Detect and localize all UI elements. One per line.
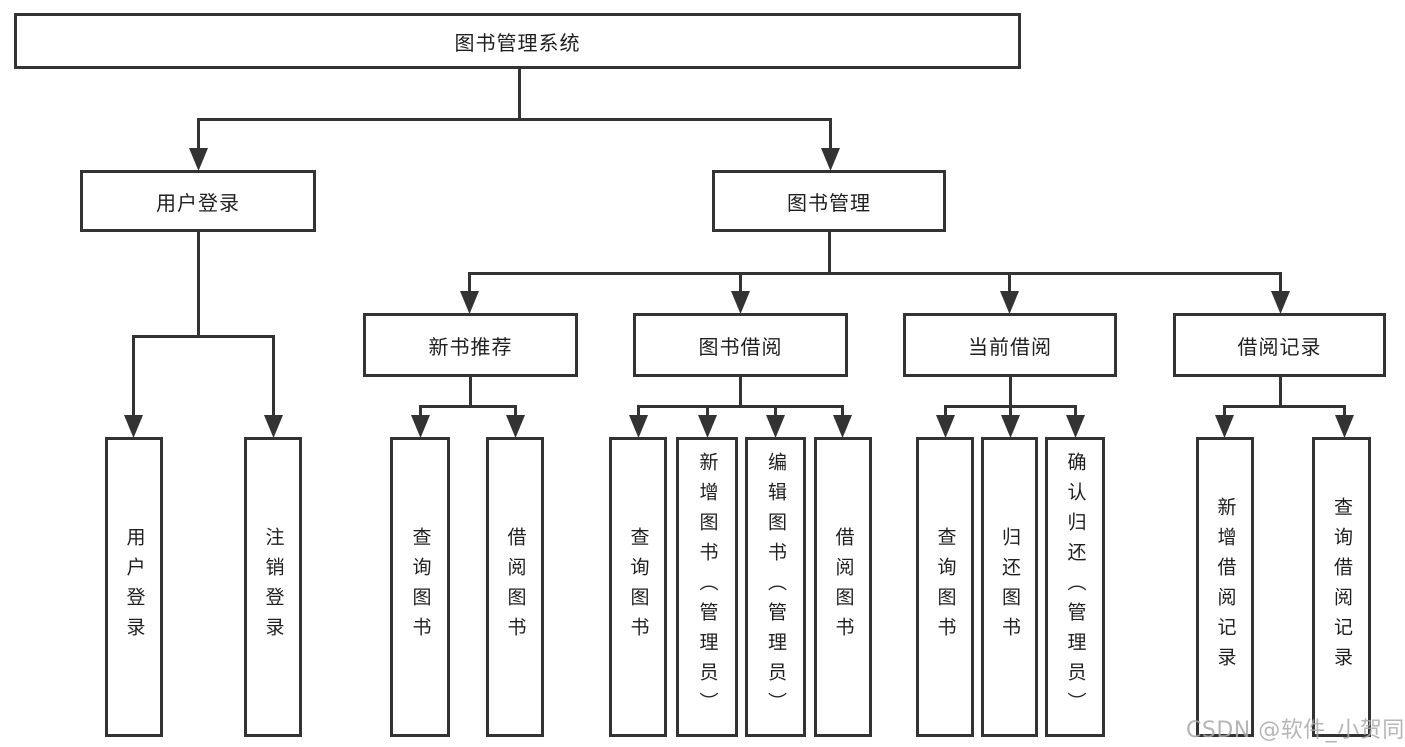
connector-to-book-borrowing (739, 272, 742, 294)
node-book-borrowing: 图书借阅 (633, 313, 848, 377)
node-label: 查询图书 (627, 527, 650, 647)
arrow-down-icon (821, 148, 840, 171)
connector-to-current-borrowing (1008, 272, 1011, 294)
connector-new-book-rail (419, 405, 517, 408)
arrow-down-icon (1215, 415, 1234, 438)
connector-to-borrowing-records (1279, 272, 1282, 294)
node-book-management: 图书管理 (712, 170, 946, 232)
node-new-book-recommend: 新书推荐 (363, 313, 578, 377)
connector-borrowing-records-stem (1279, 376, 1282, 408)
arrow-down-icon (460, 291, 479, 314)
connector-to-user-login (197, 118, 200, 150)
node-label: 图书管理系统 (454, 30, 581, 55)
node-label: 用户登录 (123, 527, 146, 647)
arrow-down-icon (698, 415, 717, 438)
connector-to-leaf-user-login (132, 335, 135, 417)
node-label: 归还图书 (999, 527, 1021, 647)
connector-to-new-book-recommend (468, 272, 471, 294)
arrow-down-icon (1001, 415, 1020, 438)
connector-level2-rail (197, 118, 832, 121)
connector-borrowing-records-rail (1223, 405, 1346, 408)
connector-book-borrowing-stem (739, 376, 742, 408)
arrow-down-icon (1066, 415, 1085, 438)
arrow-down-icon (189, 148, 208, 171)
connector-level3-rail (468, 272, 1282, 275)
node-label: 借阅记录 (1237, 334, 1322, 359)
connector-leaf-drop (1009, 405, 1012, 421)
connector-current-borrowing-stem (1009, 376, 1012, 408)
arrow-down-icon (1335, 415, 1354, 438)
node-label: 查询图书 (934, 527, 957, 647)
arrow-down-icon (766, 415, 785, 438)
connector-leaf-drop (637, 405, 640, 421)
leaf-add-book-admin: 新增图书（管理员） (676, 437, 738, 737)
node-label: 新增借阅记录 (1214, 497, 1237, 677)
arrow-down-icon (936, 415, 955, 438)
leaf-add-borrow-record: 新增借阅记录 (1196, 437, 1254, 737)
node-current-borrowing: 当前借阅 (903, 313, 1117, 377)
leaf-user-login: 用户登录 (105, 437, 163, 737)
node-label: 确认归还（管理员） (1064, 452, 1087, 722)
arrow-down-icon (833, 415, 852, 438)
leaf-borrow-books-recommend: 借阅图书 (486, 437, 544, 737)
connector-leaf-drop (944, 405, 947, 421)
node-label: 新增图书（管理员） (696, 452, 719, 722)
node-label: 用户登录 (156, 190, 240, 215)
node-user-login: 用户登录 (80, 170, 316, 232)
arrow-down-icon (1000, 291, 1019, 314)
node-borrowing-records: 借阅记录 (1173, 313, 1386, 377)
connector-user-login-rail (132, 335, 275, 338)
leaf-query-books-recommend: 查询图书 (390, 437, 450, 737)
node-root-library-system: 图书管理系统 (14, 13, 1021, 69)
leaf-confirm-return-admin: 确认归还（管理员） (1045, 437, 1105, 737)
leaf-query-books-borrowing: 查询图书 (609, 437, 667, 737)
arrow-down-icon (264, 415, 283, 438)
arrow-down-icon (731, 291, 750, 314)
node-label: 借阅图书 (504, 527, 527, 647)
leaf-logout: 注销登录 (244, 437, 302, 737)
leaf-query-borrow-record: 查询借阅记录 (1312, 437, 1371, 737)
connector-leaf-drop (1223, 405, 1226, 421)
node-label: 编辑图书（管理员） (765, 452, 787, 722)
node-label: 注销登录 (262, 527, 285, 647)
node-label: 图书借阅 (698, 334, 783, 359)
leaf-return-books: 归还图书 (981, 437, 1038, 737)
arrow-down-icon (629, 415, 648, 438)
connector-leaf-drop (774, 405, 777, 421)
arrow-down-icon (411, 415, 430, 438)
node-label: 图书管理 (787, 190, 871, 215)
leaf-query-books-current: 查询图书 (916, 437, 974, 737)
leaf-borrow-books: 借阅图书 (814, 437, 872, 737)
node-label: 查询图书 (409, 527, 432, 647)
leaf-edit-book-admin: 编辑图书（管理员） (745, 437, 806, 737)
connector-to-leaf-logout (272, 335, 275, 417)
connector-leaf-drop (419, 405, 422, 421)
arrow-down-icon (1271, 291, 1290, 314)
node-label: 借阅图书 (832, 527, 855, 647)
arrow-down-icon (124, 415, 143, 438)
node-label: 查询借阅记录 (1331, 497, 1353, 677)
connector-leaf-drop (841, 405, 844, 421)
node-label: 当前借阅 (968, 334, 1052, 359)
node-label: 新书推荐 (428, 334, 513, 359)
connector-new-book-stem (469, 376, 472, 408)
connector-leaf-drop (1343, 405, 1346, 421)
connector-to-book-management (829, 118, 832, 150)
connector-book-management-stem (828, 230, 831, 275)
connector-leaf-drop (1074, 405, 1077, 421)
connector-user-login-stem (197, 231, 200, 338)
connector-root-stem (518, 67, 521, 120)
csdn-watermark: CSDN @软件_小贺同学 (1186, 718, 1405, 743)
connector-book-borrowing-rail (637, 405, 844, 408)
connector-leaf-drop (514, 405, 517, 421)
arrow-down-icon (506, 415, 525, 438)
connector-leaf-drop (706, 405, 709, 421)
